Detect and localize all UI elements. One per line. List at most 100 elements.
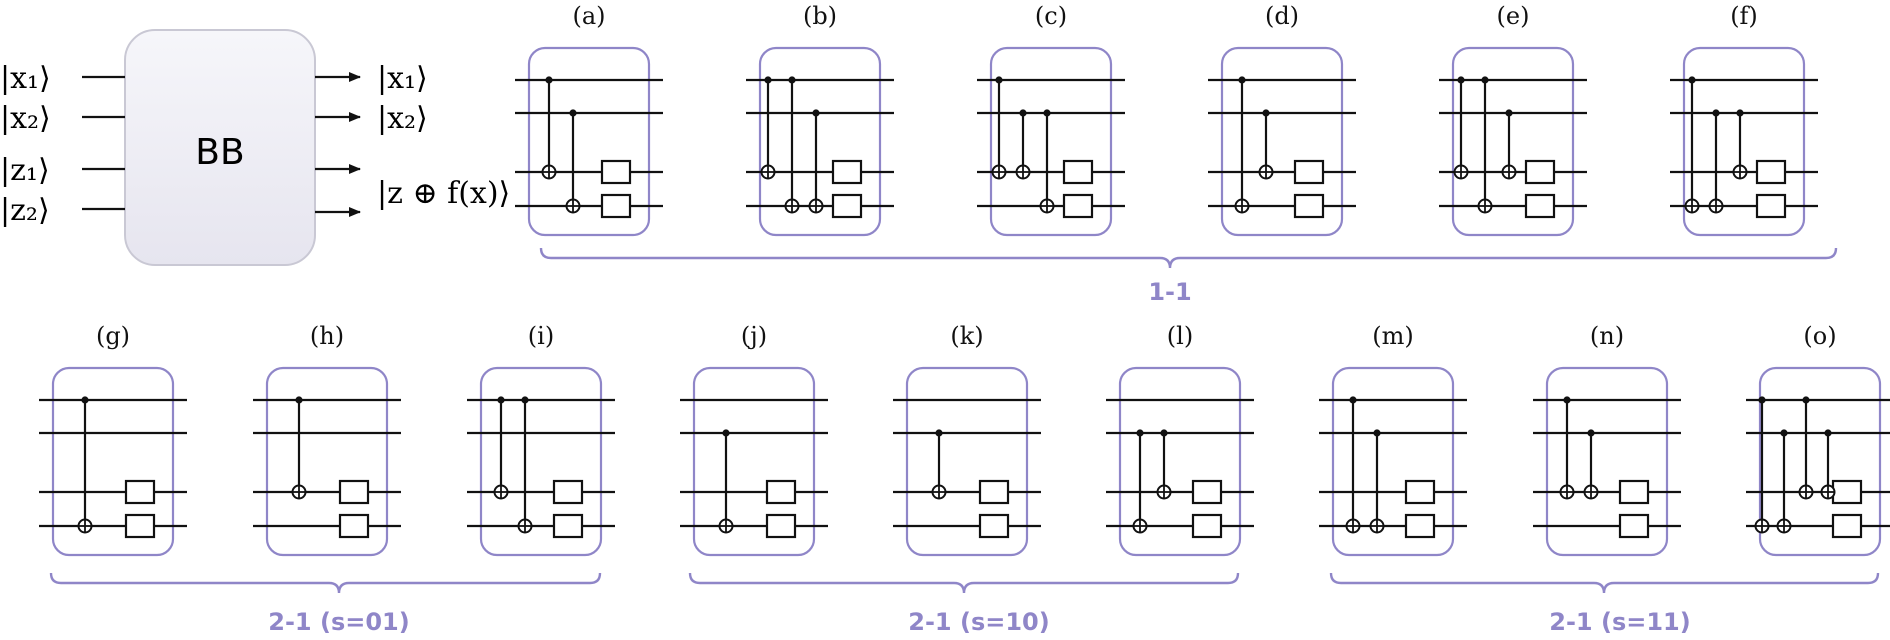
- brace-2-1-s01: [49, 572, 602, 594]
- input-label-x1: |x₁⟩: [0, 61, 51, 96]
- cnot-control-dot: [545, 76, 553, 84]
- circuit-9: (i): [467, 322, 615, 557]
- cnot-control-dot: [1505, 109, 1513, 117]
- circuit-frame: [51, 366, 175, 557]
- output-label-z-xor-f: |z ⊕ f(x)⟩: [377, 176, 510, 211]
- circuit-2: (b): [746, 2, 894, 237]
- circuit-frame: [905, 366, 1029, 557]
- circuit-frame: [758, 46, 882, 237]
- cnot-control-dot: [1481, 76, 1489, 84]
- circuit-14: (n): [1533, 322, 1681, 557]
- cnot-control-dot: [722, 429, 730, 437]
- gate-box: [1524, 159, 1556, 185]
- circuit-label: (k): [950, 322, 983, 350]
- gate-box: [1191, 513, 1223, 539]
- circuit-label: (h): [310, 322, 344, 350]
- circuit-frame: [1331, 366, 1455, 557]
- brace-1-1: [539, 247, 1838, 269]
- gate-box: [831, 159, 863, 185]
- cnot-control-dot: [1136, 429, 1144, 437]
- output-label-x1: |x₁⟩: [377, 61, 428, 96]
- group-braces: 1-1 2-1 (s=01) 2-1 (s=10) 2-1 (s=11): [49, 247, 1880, 636]
- circuit-11: (k): [893, 322, 1041, 557]
- gate-box: [978, 479, 1010, 505]
- circuit-frame: [479, 366, 603, 557]
- gate-box: [1062, 193, 1094, 219]
- circuit-7: (g): [39, 322, 187, 557]
- circuit-frame: [692, 366, 816, 557]
- circuit-13: (m): [1319, 322, 1467, 557]
- cnot-control-dot: [1262, 109, 1270, 117]
- circuit-15: (o): [1746, 322, 1890, 557]
- gate-box: [338, 479, 370, 505]
- circuit-label: (j): [741, 322, 767, 350]
- circuit-frame: [527, 46, 651, 237]
- gate-box: [1062, 159, 1094, 185]
- circuit-4: (d): [1208, 2, 1356, 237]
- gate-box: [600, 193, 632, 219]
- circuit-label: (l): [1167, 322, 1193, 350]
- gate-box: [124, 513, 156, 539]
- circuit-3: (c): [977, 2, 1125, 237]
- cnot-control-dot: [1349, 396, 1357, 404]
- cnot-control-dot: [1587, 429, 1595, 437]
- cnot-control-dot: [1712, 109, 1720, 117]
- gate-box: [338, 513, 370, 539]
- black-box-diagram: BB |x₁⟩ |x₂⟩ |z₁⟩ |z₂⟩ |x₁⟩ |x₂⟩ |z ⊕ f(…: [0, 29, 510, 266]
- cnot-control-dot: [295, 396, 303, 404]
- cnot-control-dot: [497, 396, 505, 404]
- gate-box: [1293, 159, 1325, 185]
- circuit-label: (g): [96, 322, 130, 350]
- circuit-12: (l): [1106, 322, 1254, 557]
- circuit-frame: [1758, 366, 1882, 557]
- cnot-control-dot: [1824, 429, 1832, 437]
- gate-box: [765, 479, 797, 505]
- gate-box: [1191, 479, 1223, 505]
- gate-box: [831, 193, 863, 219]
- gate-box: [978, 513, 1010, 539]
- input-label-z1: |z₁⟩: [0, 153, 50, 188]
- cnot-control-dot: [1160, 429, 1168, 437]
- cnot-control-dot: [995, 76, 1003, 84]
- circuit-10: (j): [680, 322, 828, 557]
- circuit-label: (o): [1803, 322, 1836, 350]
- brace-2-1-s10: [688, 572, 1240, 594]
- gate-box: [1404, 513, 1436, 539]
- input-label-z2: |z₂⟩: [0, 193, 50, 228]
- circuit-label: (d): [1265, 2, 1299, 30]
- gate-box: [1404, 479, 1436, 505]
- circuit-1: (a): [515, 2, 663, 237]
- circuit-label: (e): [1497, 2, 1530, 30]
- gate-box: [124, 479, 156, 505]
- cnot-control-dot: [1019, 109, 1027, 117]
- cnot-control-dot: [1563, 396, 1571, 404]
- circuit-label: (f): [1730, 2, 1758, 30]
- gate-box: [1618, 513, 1650, 539]
- black-box-label: BB: [195, 132, 244, 173]
- circuit-label: (c): [1035, 2, 1067, 30]
- cnot-control-dot: [569, 109, 577, 117]
- group-label-2-1-s01: 2-1 (s=01): [268, 608, 409, 636]
- cnot-control-dot: [764, 76, 772, 84]
- gate-box: [1618, 479, 1650, 505]
- gate-box: [552, 479, 584, 505]
- cnot-control-dot: [1688, 76, 1696, 84]
- circuit-frame: [1545, 366, 1669, 557]
- cnot-control-dot: [1736, 109, 1744, 117]
- circuit-frame: [1220, 46, 1344, 237]
- gate-box: [765, 513, 797, 539]
- group-label-2-1-s10: 2-1 (s=10): [908, 608, 1049, 636]
- gate-box: [1755, 193, 1787, 219]
- gate-box: [1293, 193, 1325, 219]
- circuit-8: (h): [253, 322, 401, 557]
- group-label-2-1-s11: 2-1 (s=11): [1549, 608, 1690, 636]
- cnot-control-dot: [521, 396, 529, 404]
- cnot-control-dot: [788, 76, 796, 84]
- cnot-control-dot: [1780, 429, 1788, 437]
- circuit-frame: [265, 366, 389, 557]
- circuit-label: (m): [1372, 322, 1413, 350]
- gate-box: [600, 159, 632, 185]
- circuit-frame: [1451, 46, 1575, 237]
- cnot-control-dot: [1758, 396, 1766, 404]
- cnot-control-dot: [1238, 76, 1246, 84]
